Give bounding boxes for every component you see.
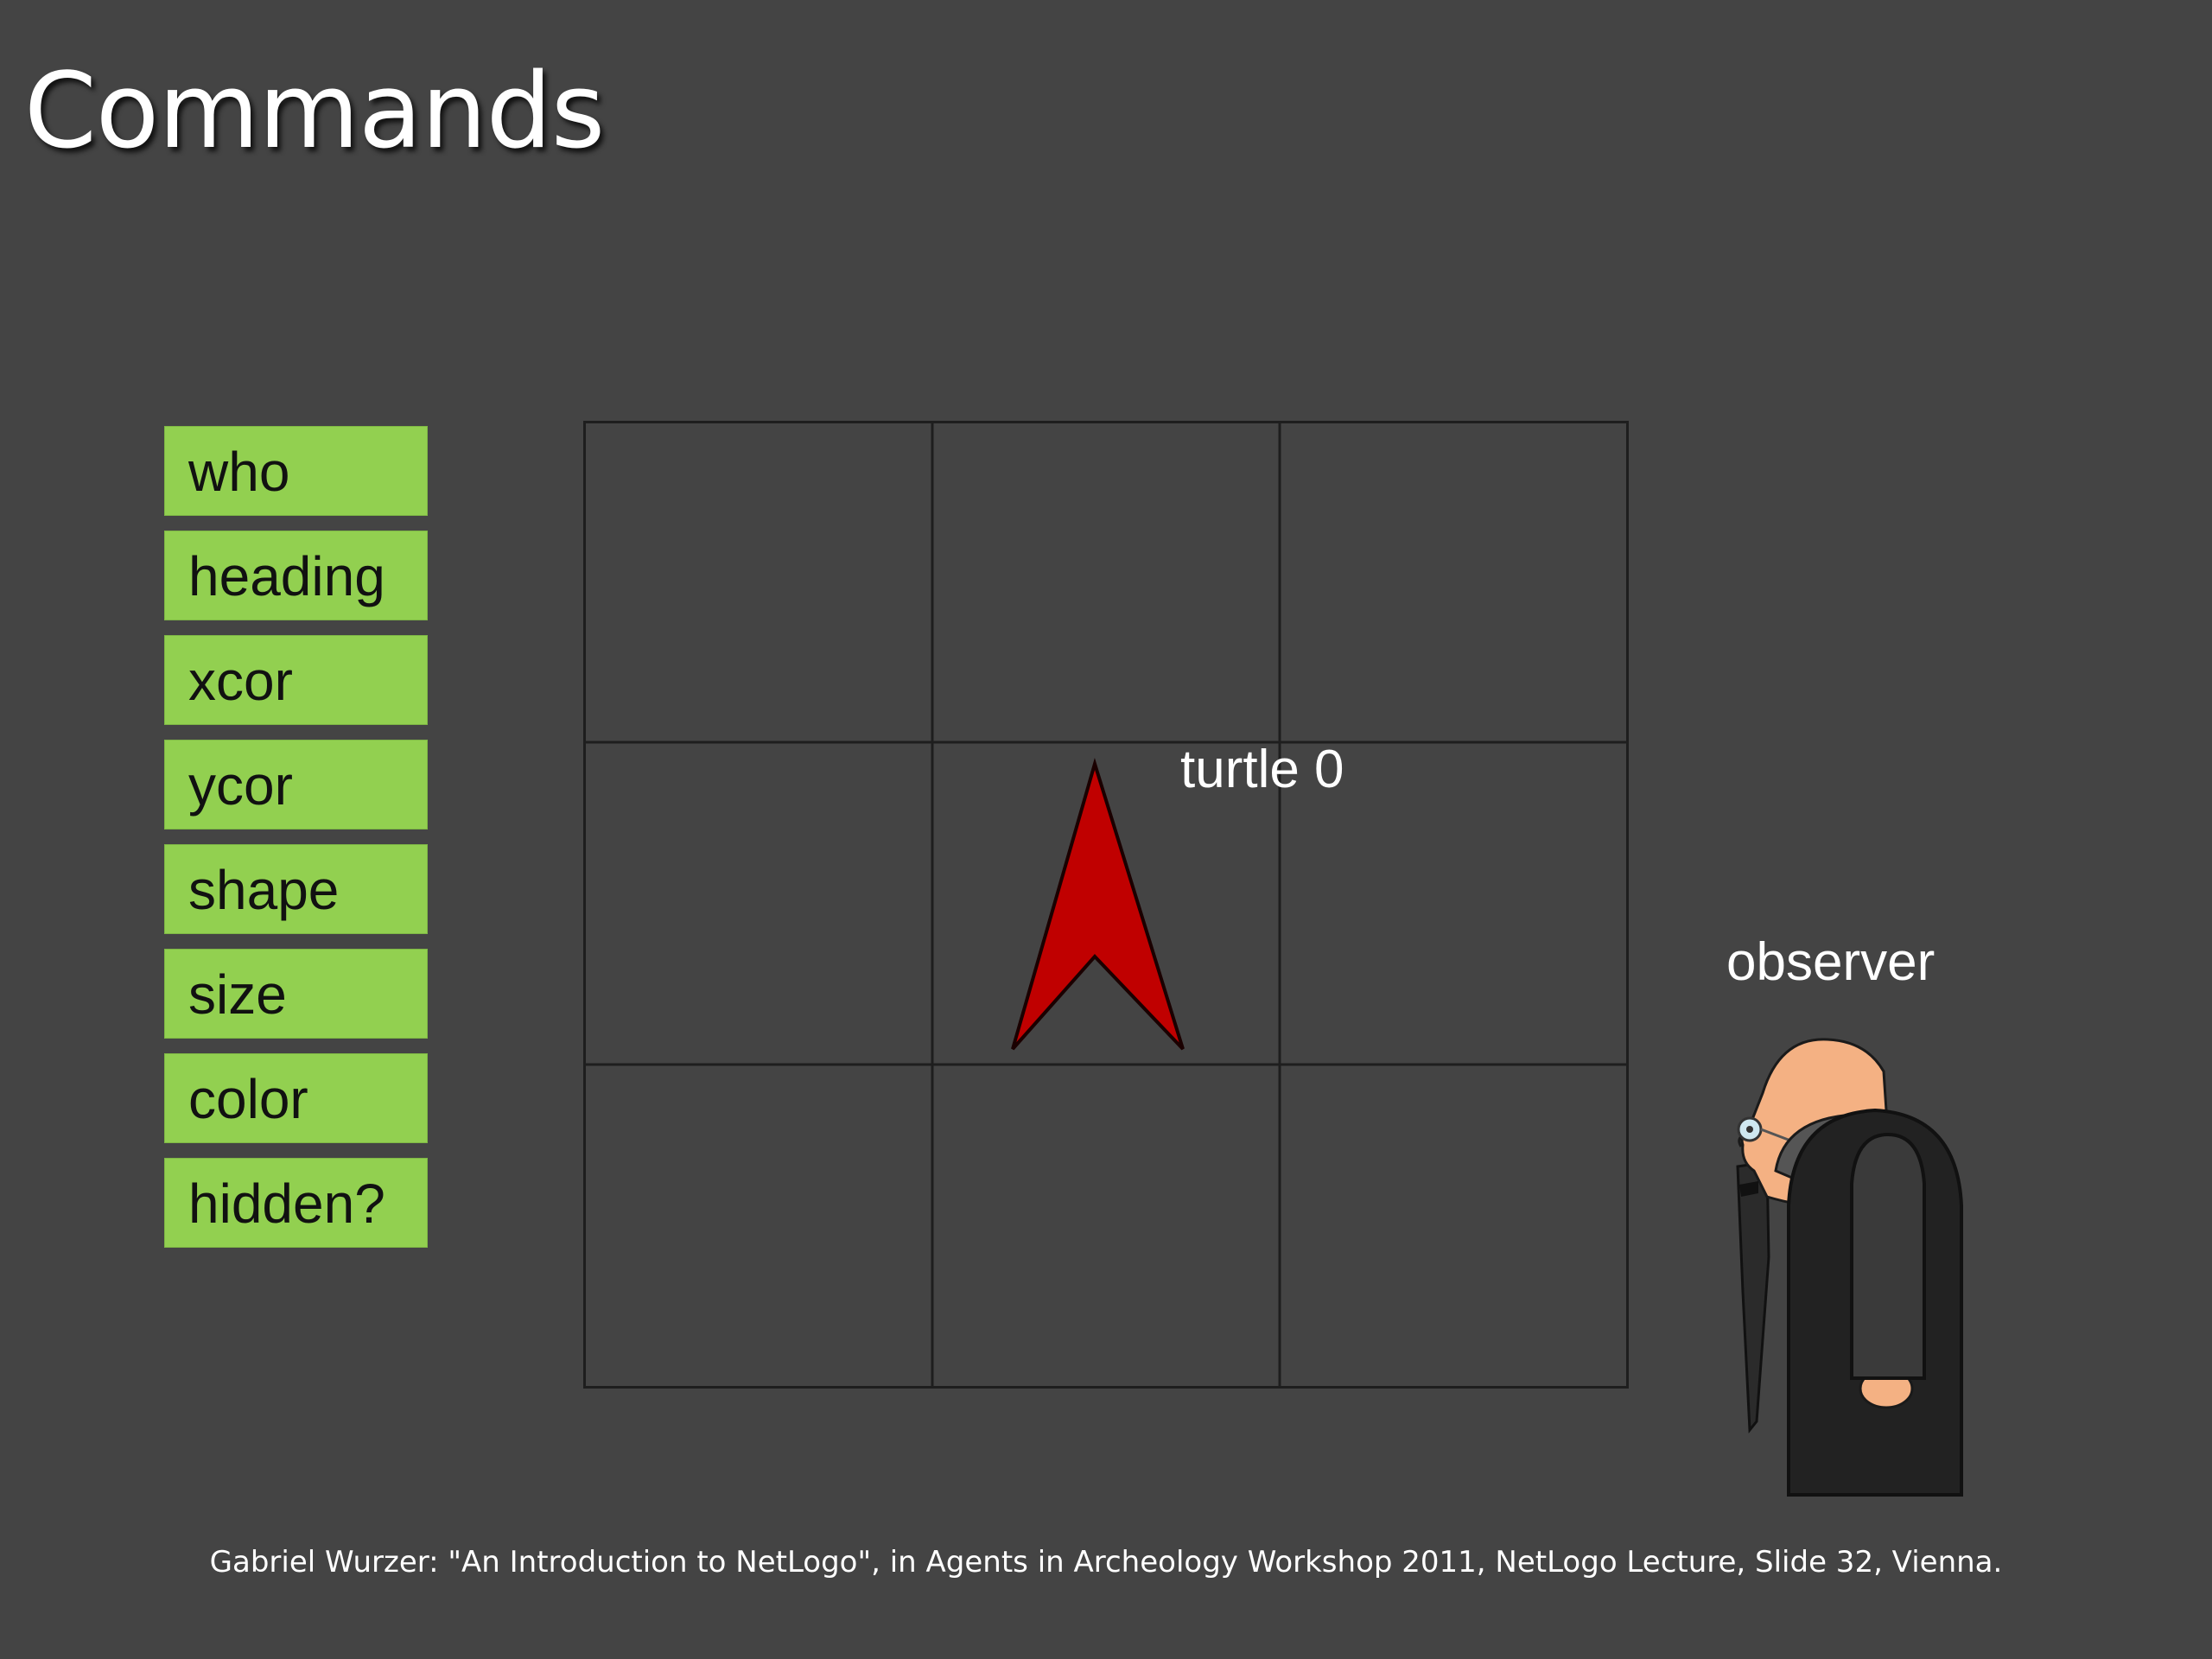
grid-lines: [583, 421, 1629, 1389]
observer-monk-icon: [1736, 1038, 1963, 1497]
turtle-arrow-icon: [1011, 758, 1185, 1051]
slide-title: Commands: [24, 52, 605, 172]
observer-label: observer: [1726, 932, 1936, 992]
grid-border: [583, 421, 1629, 1389]
command-shape: shape: [164, 844, 428, 934]
command-size: size: [164, 949, 428, 1039]
world-grid: [583, 421, 1629, 1389]
command-ycor: ycor: [164, 740, 428, 830]
observer-sleeve: [1850, 1132, 1926, 1380]
command-hidden: hidden?: [164, 1158, 428, 1248]
observer-eye: [1746, 1126, 1753, 1133]
command-heading: heading: [164, 531, 428, 620]
command-color: color: [164, 1053, 428, 1143]
turtle-label: turtle 0: [1180, 740, 1344, 799]
command-xcor: xcor: [164, 635, 428, 725]
command-list: who heading xcor ycor shape size color h…: [164, 426, 428, 1262]
observer-mouth: [1739, 1181, 1758, 1197]
observer-beard: [1736, 1160, 1770, 1434]
citation: Gabriel Wurzer: "An Introduction to NetL…: [209, 1545, 2003, 1580]
command-who: who: [164, 426, 428, 516]
